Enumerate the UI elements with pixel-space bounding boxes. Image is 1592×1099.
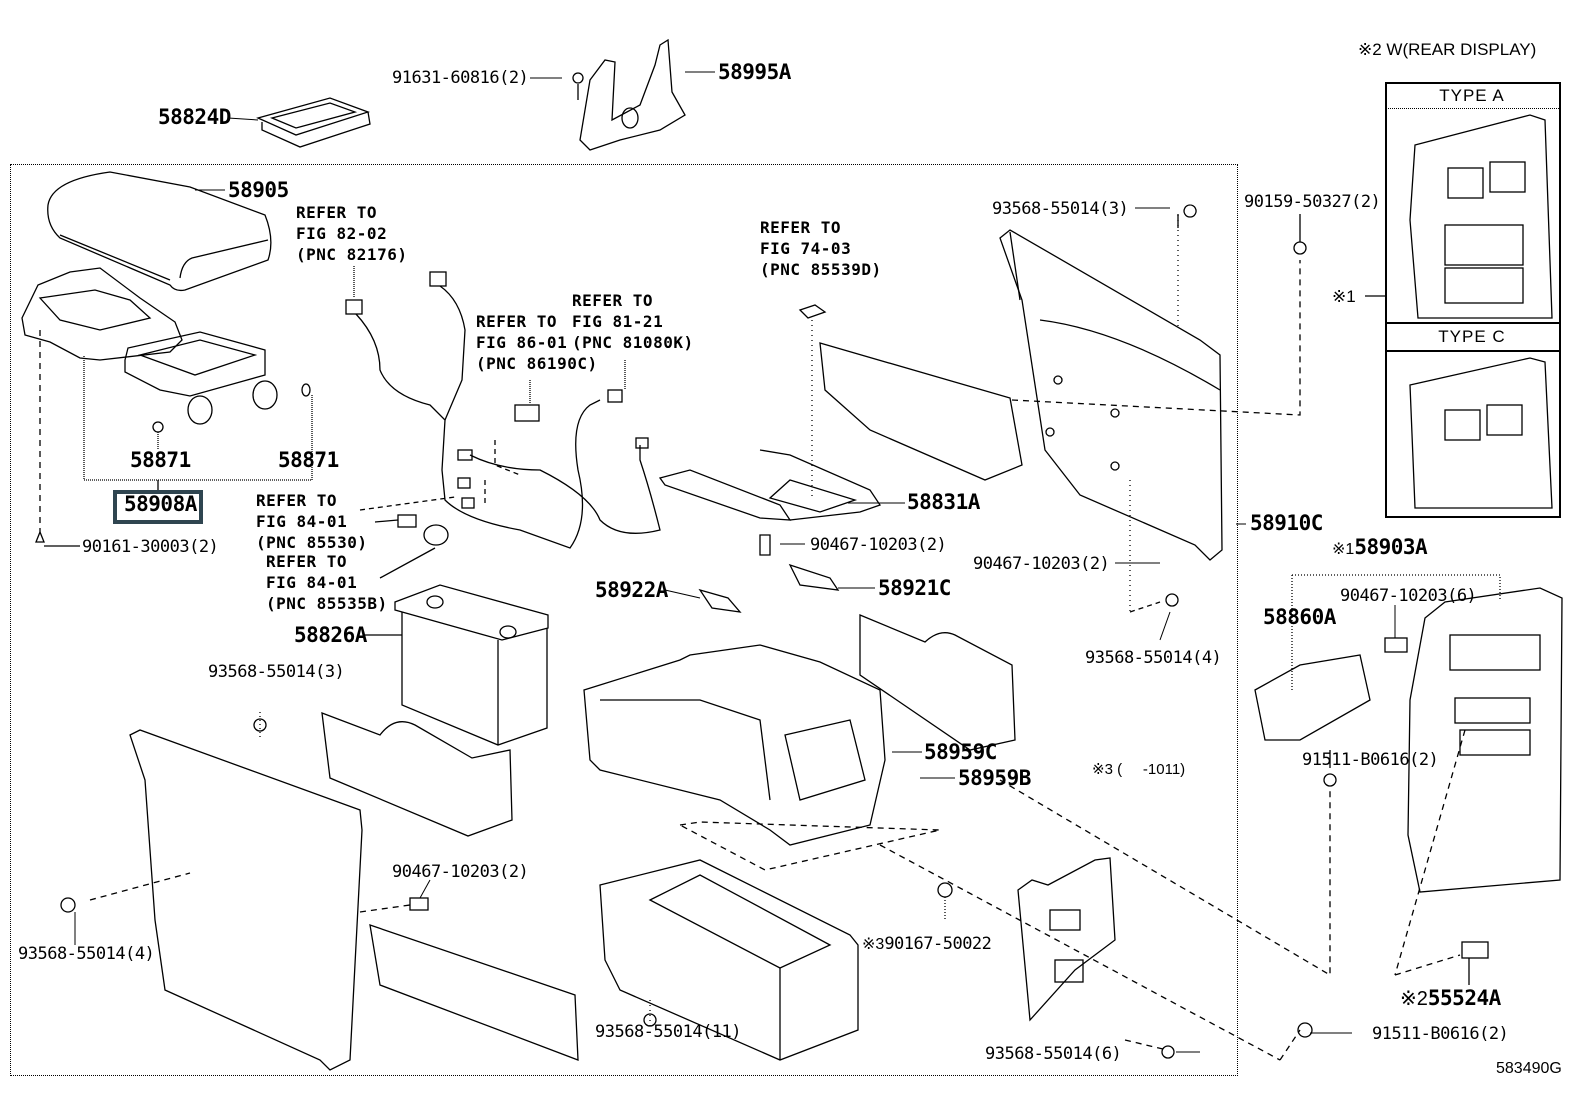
main-assembly-frame	[10, 164, 1238, 1076]
part-label-58903A: 58903A	[1354, 535, 1428, 559]
part-label-93568-55014-3-left[interactable]: 93568-55014(3)	[208, 662, 345, 682]
marker-3: ※3	[862, 936, 885, 953]
part-label-90467-10203-6[interactable]: 90467-10203(6)	[1340, 586, 1477, 606]
part-label-58959B[interactable]: 58959B	[958, 766, 1031, 790]
part-label-55524A: 55524A	[1427, 986, 1501, 1010]
part-panels-drawing	[321, 304, 1023, 1061]
console-body-drawing	[583, 644, 941, 871]
inset-divider-a	[1385, 108, 1559, 109]
reference-line: (PNC 86190C)	[476, 354, 598, 373]
part-label-58824D[interactable]: 58824D	[158, 105, 231, 129]
reference-line: FIG 81-21	[572, 312, 664, 331]
lower-tray-drawing	[599, 859, 859, 1061]
part-58995A-drawing	[572, 38, 686, 151]
part-label-58921C[interactable]: 58921C	[878, 576, 951, 600]
reference-line: (PNC 85530)	[256, 533, 368, 552]
part-label-58860A[interactable]: 58860A	[1263, 605, 1336, 629]
reference-line: REFER TO	[476, 312, 558, 331]
leader-lines	[74, 71, 1396, 1053]
part-label-91511-B0616-upper[interactable]: 91511-B0616(2)	[1302, 750, 1439, 770]
part-label-58922A[interactable]: 58922A	[595, 578, 668, 602]
left-side-panel-drawing	[60, 712, 429, 1071]
reference-line: FIG 84-01	[256, 512, 348, 531]
reference-line: REFER TO	[572, 291, 654, 310]
rear-display-note: ※2 W(REAR DISPLAY)	[1358, 40, 1537, 59]
reference-line: FIG 84-01	[266, 573, 358, 592]
part-label-58871-left[interactable]: 58871	[130, 448, 191, 472]
part-label-91631-60816[interactable]: 91631-60816(2)	[392, 68, 529, 88]
part-label-58959C[interactable]: 58959C	[924, 740, 997, 764]
inset-marker-1: ※1	[1332, 287, 1356, 306]
part-label-90167-50022: 90167-50022	[884, 934, 992, 954]
reference-line: (PNC 82176)	[296, 245, 408, 264]
part-label-58905[interactable]: 58905	[228, 178, 289, 202]
part-label-93568-55014-6[interactable]: 93568-55014(6)	[985, 1044, 1122, 1064]
part-label-90159-50327[interactable]: 90159-50327(2)	[1244, 192, 1381, 212]
part-58903A-drawing	[1254, 574, 1563, 985]
reference-line: FIG 86-01	[476, 333, 568, 352]
reference-line: FIG 74-03	[760, 239, 852, 258]
reference-fig-82-02[interactable]: REFER TO FIG 82-02 (PNC 82176)	[296, 202, 407, 265]
reference-line: REFER TO	[266, 552, 348, 571]
part-58905-drawing	[47, 171, 272, 292]
reference-fig-81-21[interactable]: REFER TO FIG 81-21 (PNC 81080K)	[572, 290, 694, 353]
part-label-91511-B0616-lower[interactable]: 91511-B0616(2)	[1372, 1024, 1509, 1044]
part-label-90167-group[interactable]: ※390167-50022	[862, 934, 992, 955]
part-label-90467-10203-right[interactable]: 90467-10203(2)	[973, 554, 1110, 574]
part-58831A-drawing	[658, 320, 882, 613]
figure-id: 583490G	[1496, 1060, 1562, 1077]
type-c-heading: TYPE C	[1438, 327, 1506, 346]
wire-harness-drawing	[345, 266, 661, 579]
reference-line: (PNC 81080K)	[572, 333, 694, 352]
reference-fig-84-01-b[interactable]: REFER TO FIG 84-01 (PNC 85535B)	[266, 551, 388, 614]
reference-line: REFER TO	[296, 203, 378, 222]
inset-divider-c	[1385, 350, 1559, 352]
part-58824D-drawing	[256, 97, 371, 148]
reference-line: REFER TO	[760, 218, 842, 237]
type-a-heading: TYPE A	[1439, 86, 1505, 105]
part-label-58995A[interactable]: 58995A	[718, 60, 791, 84]
reference-fig-86-01[interactable]: REFER TO FIG 86-01 (PNC 86190C)	[476, 311, 598, 374]
reference-fig-84-01-a[interactable]: REFER TO FIG 84-01 (PNC 85530)	[256, 490, 367, 553]
part-label-58871-right[interactable]: 58871	[278, 448, 339, 472]
part-label-58831A[interactable]: 58831A	[907, 490, 980, 514]
part-label-58908A[interactable]: 58908A	[124, 492, 197, 516]
part-label-90161-30003[interactable]: 90161-30003(2)	[82, 537, 219, 557]
inset-divider-mid	[1385, 322, 1559, 324]
reference-line: (PNC 85539D)	[760, 260, 882, 279]
marker-1: ※1	[1332, 541, 1355, 558]
reference-fig-74-03[interactable]: REFER TO FIG 74-03 (PNC 85539D)	[760, 217, 882, 280]
part-label-55524A-group[interactable]: ※255524A	[1400, 986, 1501, 1010]
reference-line: FIG 82-02	[296, 224, 388, 243]
part-label-93568-55014-3-right[interactable]: 93568-55014(3)	[992, 199, 1129, 219]
part-label-93568-55014-11[interactable]: 93568-55014(11)	[595, 1022, 742, 1042]
part-label-58903A-group[interactable]: ※158903A	[1332, 535, 1428, 560]
note-3-range: ※3 ( -1011)	[1092, 761, 1186, 778]
reference-line: REFER TO	[256, 491, 338, 510]
reference-line: (PNC 85535B)	[266, 594, 388, 613]
highlight-box-58908A[interactable]	[113, 490, 203, 524]
part-58908A-drawing	[21, 267, 313, 547]
part-label-93568-55014-4-right[interactable]: 93568-55014(4)	[1085, 648, 1222, 668]
marker-2: ※2	[1400, 988, 1428, 1010]
part-label-93568-55014-4-left[interactable]: 93568-55014(4)	[18, 944, 155, 964]
part-58910C-drawing	[999, 204, 1307, 613]
part-label-90467-10203-left[interactable]: 90467-10203(2)	[392, 862, 529, 882]
inset-frame	[1385, 82, 1561, 518]
inset-type-drawings	[1365, 114, 1553, 509]
part-58826A-drawing	[365, 584, 549, 746]
part-label-58910C[interactable]: 58910C	[1250, 511, 1323, 535]
part-label-90467-10203-mid[interactable]: 90467-10203(2)	[810, 535, 947, 555]
part-label-58826A[interactable]: 58826A	[294, 623, 367, 647]
bottom-bracket-drawing	[879, 750, 1337, 1061]
